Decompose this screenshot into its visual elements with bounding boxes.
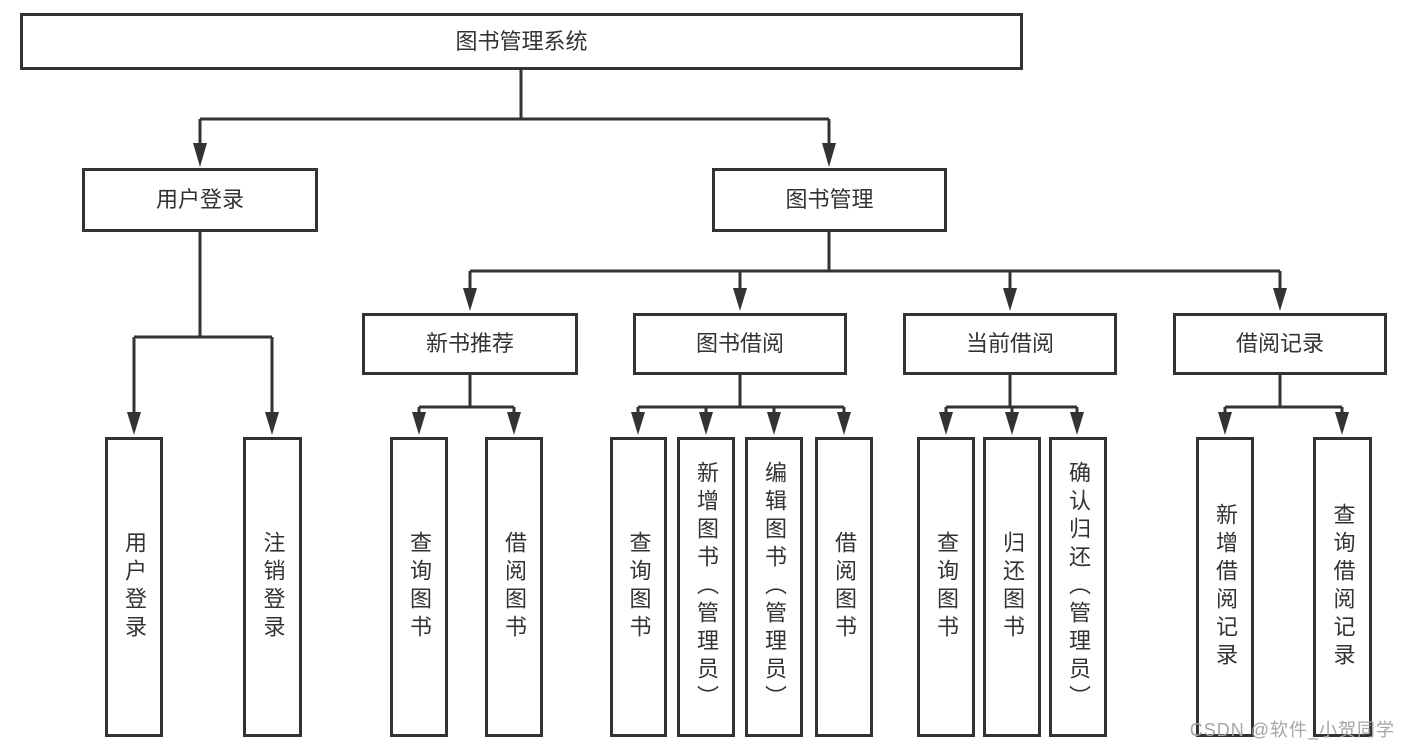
arrowhead-down xyxy=(193,143,207,167)
leaf-user-login: 用户登录 xyxy=(105,437,163,737)
leaf-borrow-book-recommend: 借阅图书 xyxy=(485,437,543,737)
arrowhead-down xyxy=(127,412,141,435)
leaf-edit-book-admin: 编辑图书（管理员） xyxy=(745,437,803,737)
node-book-borrow: 图书借阅 xyxy=(633,313,847,375)
leaf-borrow-book-borrow: 借阅图书 xyxy=(815,437,873,737)
node-new-book-recommend: 新书推荐 xyxy=(362,313,578,375)
arrowhead-down xyxy=(822,143,836,167)
connector-current-borrow-to-children xyxy=(939,375,1084,435)
node-current-borrow: 当前借阅 xyxy=(903,313,1117,375)
leaf-query-book-current: 查询图书 xyxy=(917,437,975,737)
node-root-system: 图书管理系统 xyxy=(20,13,1023,70)
connector-user-login-to-children xyxy=(127,232,279,435)
connector-book-borrow-to-children xyxy=(631,375,851,435)
connector-borrow-record-to-children xyxy=(1218,375,1349,435)
connector-root-to-level2 xyxy=(193,70,836,167)
arrowhead-down xyxy=(1273,288,1287,311)
leaf-add-borrow-record: 新增借阅记录 xyxy=(1196,437,1254,737)
arrowhead-down xyxy=(733,288,747,311)
arrowhead-down xyxy=(631,412,645,435)
node-user-login: 用户登录 xyxy=(82,168,318,232)
arrowhead-down xyxy=(699,412,713,435)
arrowhead-down xyxy=(1218,412,1232,435)
arrowhead-down xyxy=(767,412,781,435)
leaf-logout: 注销登录 xyxy=(243,437,302,737)
node-book-management: 图书管理 xyxy=(712,168,947,232)
arrowhead-down xyxy=(507,412,521,435)
arrowhead-down xyxy=(1005,412,1019,435)
csdn-watermark: CSDN @软件_小贺同学 xyxy=(1189,720,1395,740)
arrowhead-down xyxy=(1070,412,1084,435)
leaf-add-book-admin: 新增图书（管理员） xyxy=(677,437,735,737)
leaf-return-book: 归还图书 xyxy=(983,437,1041,737)
connector-new-book-recommend-to-children xyxy=(412,375,521,435)
leaf-query-book-recommend: 查询图书 xyxy=(390,437,448,737)
arrowhead-down xyxy=(1335,412,1349,435)
leaf-confirm-return-admin: 确认归还（管理员） xyxy=(1049,437,1107,737)
arrowhead-down xyxy=(939,412,953,435)
arrowhead-down xyxy=(265,412,279,435)
arrowhead-down xyxy=(463,288,477,311)
arrowhead-down xyxy=(1003,288,1017,311)
arrowhead-down xyxy=(837,412,851,435)
connector-book-management-to-level3 xyxy=(463,232,1287,311)
leaf-query-book-borrow: 查询图书 xyxy=(610,437,667,737)
leaf-query-borrow-record: 查询借阅记录 xyxy=(1313,437,1372,737)
node-borrow-record: 借阅记录 xyxy=(1173,313,1387,375)
arrowhead-down xyxy=(412,412,426,435)
